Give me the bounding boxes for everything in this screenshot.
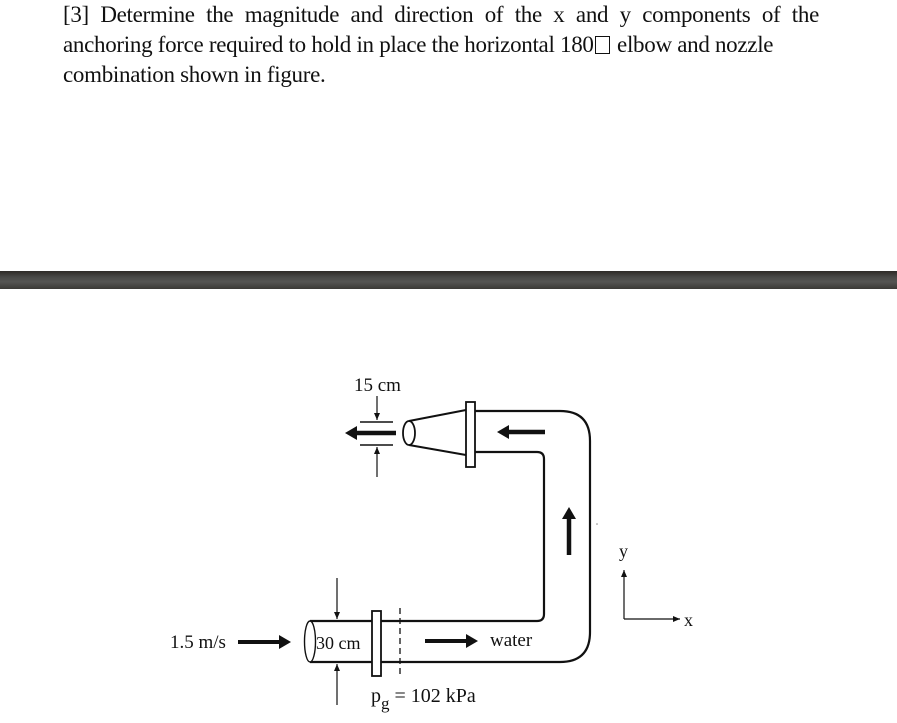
question-line-2: anchoring force required to hold in plac…: [63, 30, 823, 60]
pressure-symbol: p: [371, 685, 381, 707]
coordinate-axes: y x: [619, 541, 693, 630]
water-flow-arrowhead-icon: [466, 634, 478, 648]
x-axis-label: x: [684, 610, 693, 630]
question-text: [3] Determine the magnitude and directio…: [63, 0, 833, 90]
inlet-velocity-label: 1.5 m/s: [170, 632, 226, 653]
nozzle: [402, 401, 476, 468]
inlet-ellipse: [303, 620, 317, 663]
nozzle-exit-ellipse: [402, 420, 416, 446]
question-line-3: combination shown in figure.: [63, 62, 326, 87]
exit-flow-arrowhead-icon: [345, 426, 357, 440]
inlet: 30 cm: [303, 578, 401, 705]
vertical-flow-arrowhead-icon: [562, 507, 576, 519]
nozzle-cone-bottom: [408, 444, 467, 456]
pressure-label: pg = 102 kPa: [371, 685, 476, 713]
question-line-2-tail: elbow and nozzle: [611, 32, 774, 57]
question-line-1: [3] Determine the magnitude and directio…: [63, 2, 819, 27]
inlet-velocity-arrowhead-icon: [279, 635, 291, 649]
pressure-value: = 102 kPa: [390, 685, 476, 707]
pipe-outer-wall: [381, 409, 592, 664]
fluid-label: water: [490, 630, 533, 651]
pipe-inner-wall: [381, 450, 546, 623]
inlet-diameter-label: 30 cm: [316, 633, 361, 653]
lower-flange: [371, 610, 382, 677]
section-divider-bar: [0, 271, 897, 289]
upper-flange: [465, 401, 476, 468]
nozzle-dimension: 15 cm: [345, 375, 401, 477]
pressure-subscript: g: [381, 694, 390, 713]
nozzle-diameter-label: 15 cm: [354, 375, 401, 396]
question-line-2-text: anchoring force required to hold in plac…: [63, 32, 594, 57]
elbow-pipe: [310, 409, 592, 664]
missing-glyph-box-icon: [594, 36, 610, 54]
nozzle-cone-top: [408, 409, 467, 422]
upper-flow-arrowhead-icon: [497, 425, 509, 439]
y-axis-label: y: [619, 541, 628, 561]
stray-dot: [596, 523, 598, 525]
